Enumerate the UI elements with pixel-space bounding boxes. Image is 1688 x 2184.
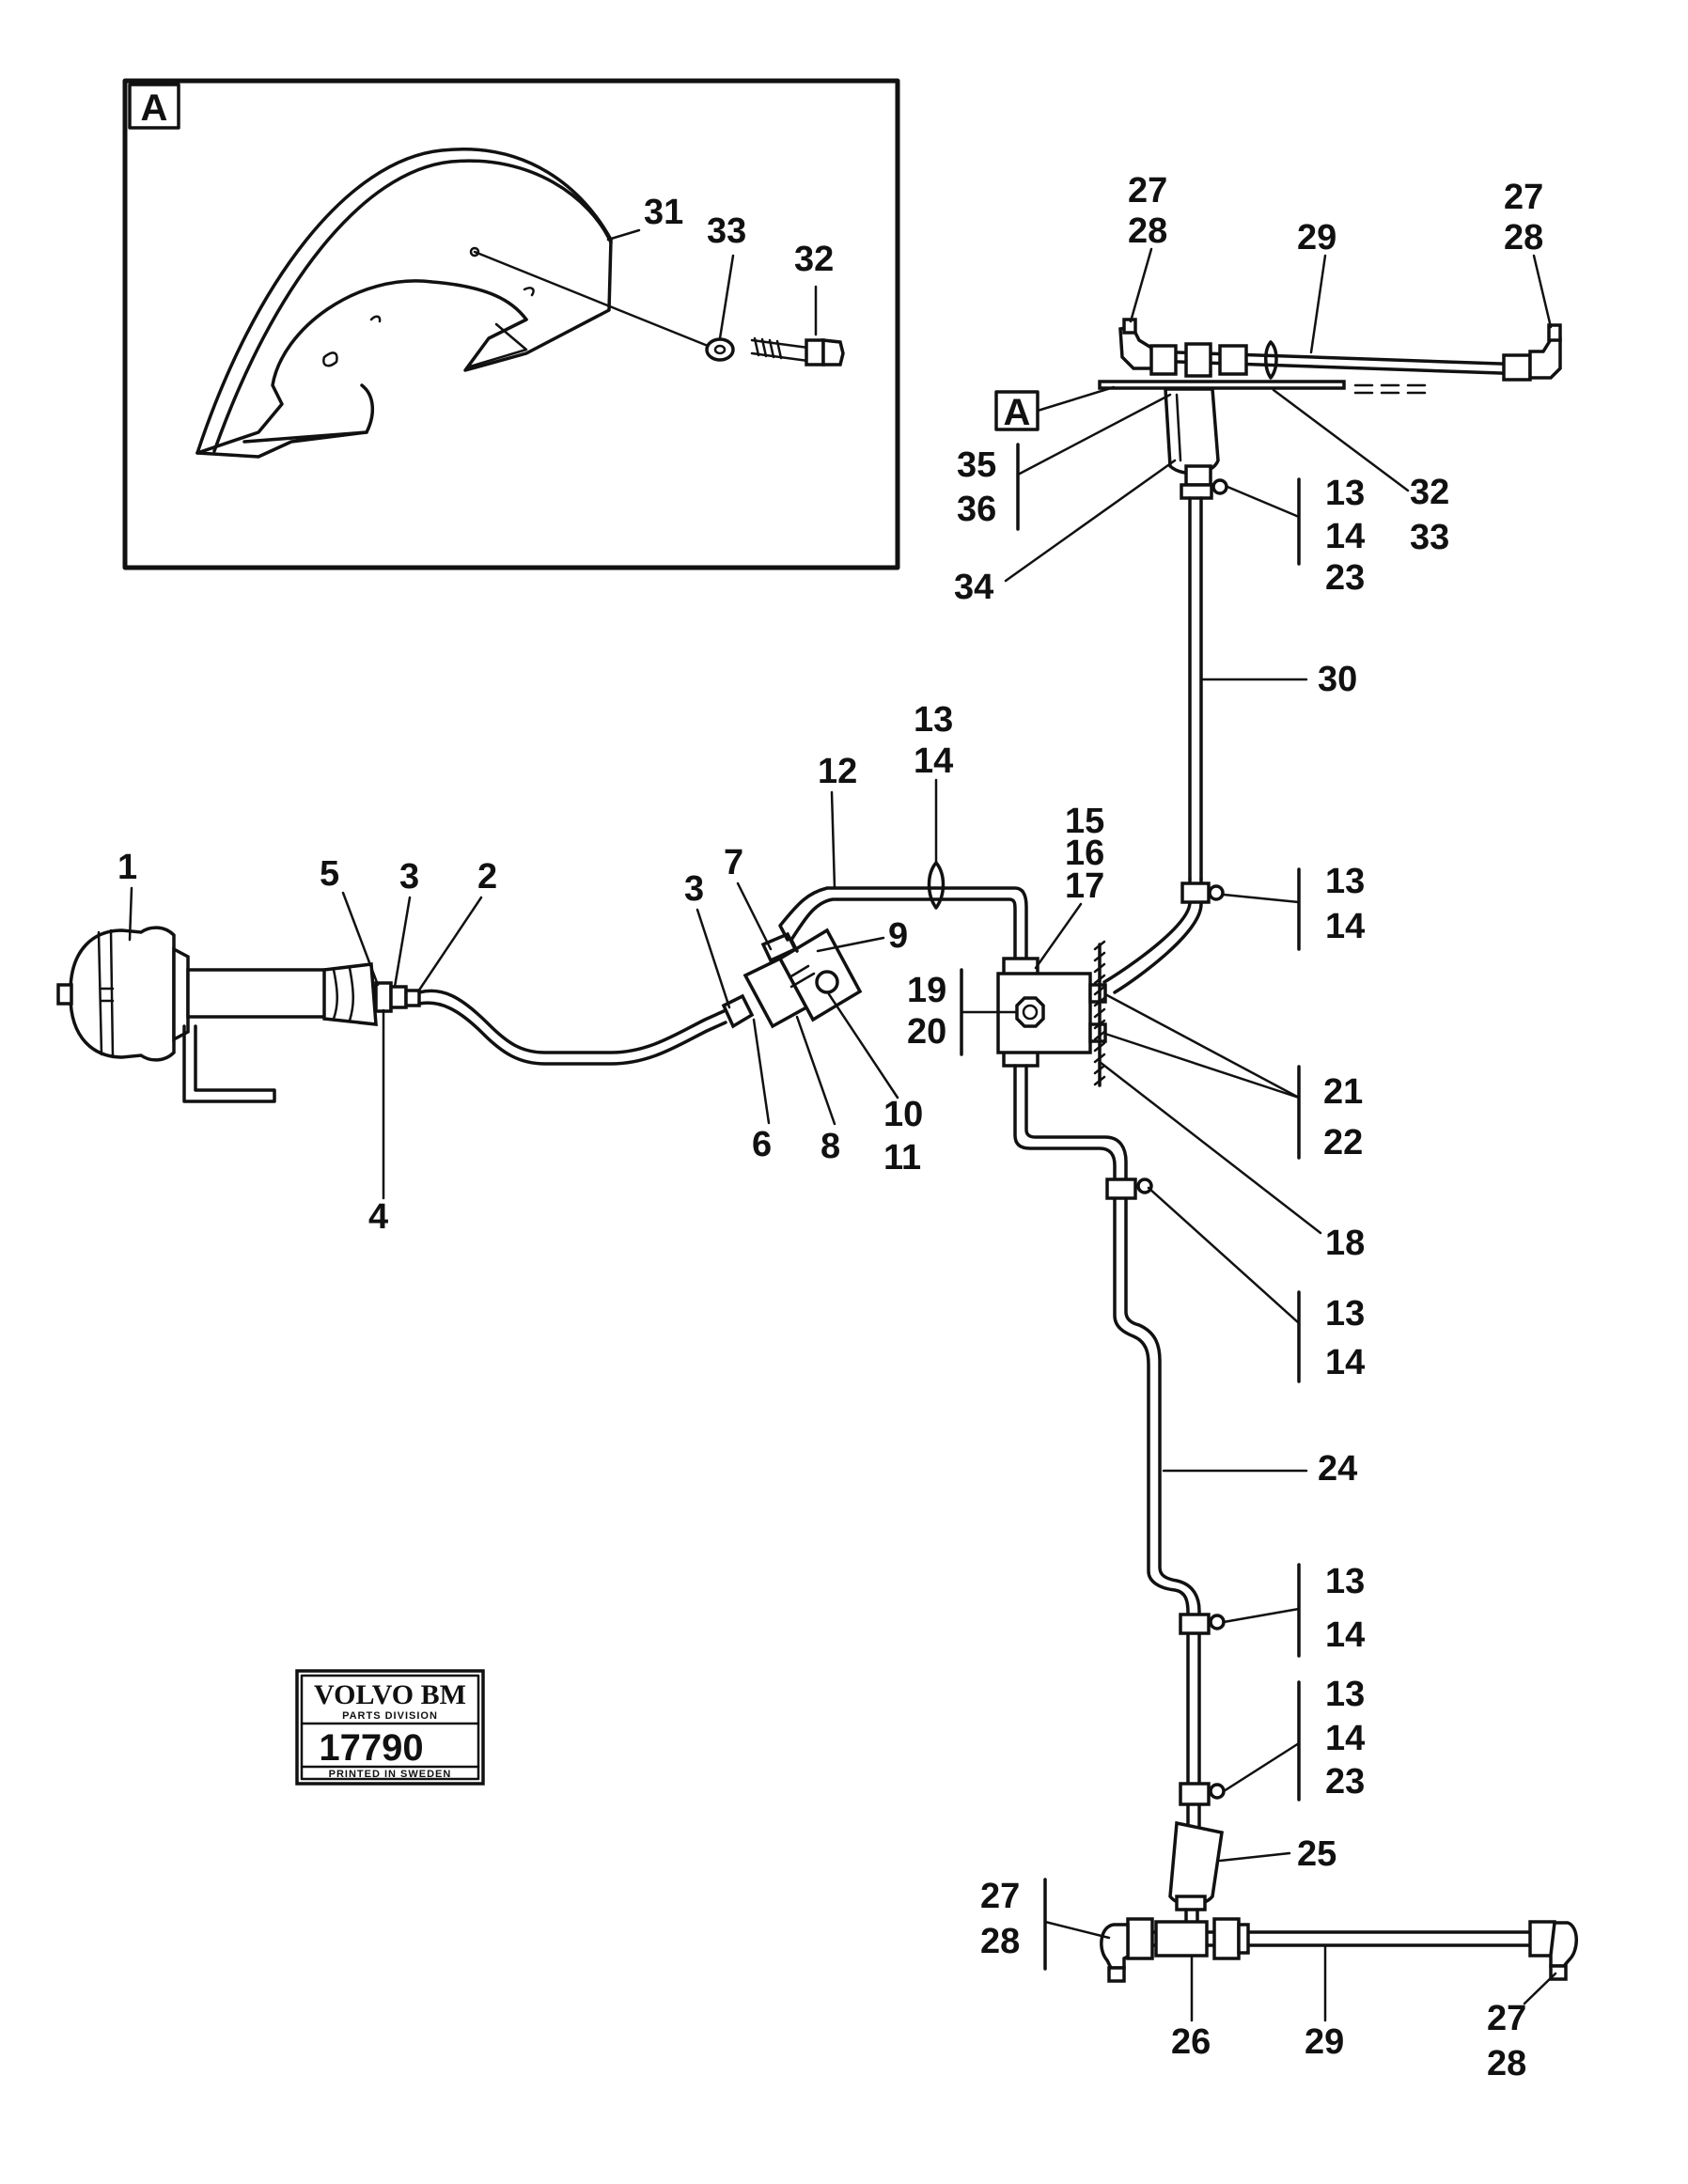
- label-13-bottom: 13: [1325, 1675, 1365, 1714]
- label-16: 16: [1065, 834, 1104, 873]
- pipe-12: [778, 886, 1028, 960]
- label-14-bottom: 14: [1325, 1719, 1365, 1758]
- top-axle-assembly: [1098, 318, 1562, 881]
- pipe-12-clamp: [927, 861, 946, 910]
- label-12: 12: [818, 752, 857, 791]
- middle-pipes: [1102, 877, 1225, 994]
- bolt-axis-line: [473, 250, 714, 350]
- bolt: [750, 336, 845, 367]
- detail-tag: A: [141, 87, 168, 129]
- label-19: 19: [907, 971, 946, 1010]
- label-23-top: 23: [1325, 558, 1365, 598]
- label-30: 30: [1318, 660, 1357, 699]
- label-23-bottom: 23: [1325, 1762, 1365, 1802]
- detail-frame: [122, 78, 900, 570]
- detail-label-33: 33: [707, 211, 746, 251]
- label-28-top-right: 28: [1504, 218, 1543, 257]
- label-29-top: 29: [1297, 218, 1336, 257]
- label-26: 26: [1171, 2022, 1211, 2062]
- detail-label-32: 32: [794, 240, 834, 279]
- label-35: 35: [957, 445, 996, 485]
- servo-pipe: [417, 989, 727, 1066]
- label-6: 6: [752, 1125, 772, 1164]
- label-1: 1: [117, 848, 137, 887]
- label-15: 15: [1065, 802, 1104, 841]
- label-2: 2: [477, 857, 497, 897]
- stamp-brand: VOLVO BM: [314, 1679, 466, 1710]
- label-32-right: 32: [1410, 473, 1449, 512]
- label-13-c: 13: [1325, 1294, 1365, 1334]
- label-20: 20: [907, 1012, 946, 1052]
- label-4: 4: [368, 1197, 388, 1237]
- label-7: 7: [724, 843, 743, 882]
- label-5: 5: [320, 854, 339, 894]
- label-27-bottom-right: 27: [1487, 1999, 1526, 2038]
- brake-servo: [56, 926, 378, 1103]
- detail-label-31: 31: [644, 193, 683, 232]
- label-21: 21: [1323, 1072, 1363, 1112]
- label-14-d: 14: [1325, 1615, 1365, 1655]
- label-13-top: 13: [1325, 474, 1365, 513]
- pipe-24: [1013, 1064, 1201, 1858]
- bottom-axle-assembly: [1100, 1820, 1578, 1983]
- label-8: 8: [821, 1127, 840, 1166]
- ref-a: A: [1004, 392, 1031, 433]
- label-22: 22: [1323, 1123, 1363, 1162]
- label-14-top: 14: [1325, 517, 1365, 556]
- label-27-top-left: 27: [1128, 171, 1167, 211]
- label-3-right: 3: [684, 869, 704, 909]
- label-11: 11: [883, 1138, 921, 1178]
- label-9: 9: [888, 916, 908, 956]
- label-14-c: 14: [1325, 1343, 1365, 1382]
- label-18: 18: [1325, 1224, 1365, 1263]
- label-14-a: 14: [1325, 907, 1365, 946]
- volvo-bm-stamp: VOLVO BM PARTS DIVISION 17790 PRINTED IN…: [295, 1669, 485, 1786]
- label-3-left: 3: [399, 857, 419, 897]
- label-10: 10: [883, 1095, 923, 1134]
- label-25: 25: [1297, 1834, 1336, 1874]
- label-28-top-left: 28: [1128, 211, 1167, 251]
- label-17: 17: [1065, 866, 1104, 906]
- detail-tag-box: [128, 83, 180, 130]
- label-13-a: 13: [1325, 862, 1365, 901]
- mounting-plate: [1098, 380, 1346, 390]
- regulating-valve: [721, 928, 863, 1029]
- label-36: 36: [957, 490, 996, 529]
- label-13-d: 13: [1325, 1562, 1365, 1601]
- servo-fittings: [374, 981, 421, 1013]
- label-28-bottom-right: 28: [1487, 2044, 1526, 2083]
- label-28-bottom-left: 28: [980, 1922, 1020, 1961]
- detail-view-a: A 31 3: [122, 78, 900, 570]
- stamp-number: 17790: [319, 1727, 423, 1769]
- label-13-over-12: 13: [914, 700, 953, 740]
- label-29-bottom: 29: [1305, 2022, 1344, 2062]
- label-34: 34: [954, 568, 993, 607]
- distribution-block: [996, 940, 1107, 1087]
- label-27-top-right: 27: [1504, 178, 1543, 217]
- label-14-over-12: 14: [914, 741, 953, 781]
- label-33-right: 33: [1410, 518, 1449, 557]
- stamp-footer: PRINTED IN SWEDEN: [329, 1769, 452, 1780]
- guard-shield: [195, 148, 613, 459]
- label-27-bottom-left: 27: [980, 1877, 1020, 1916]
- stamp-division: PARTS DIVISION: [342, 1710, 438, 1722]
- washer: [705, 337, 735, 362]
- label-24: 24: [1318, 1449, 1357, 1489]
